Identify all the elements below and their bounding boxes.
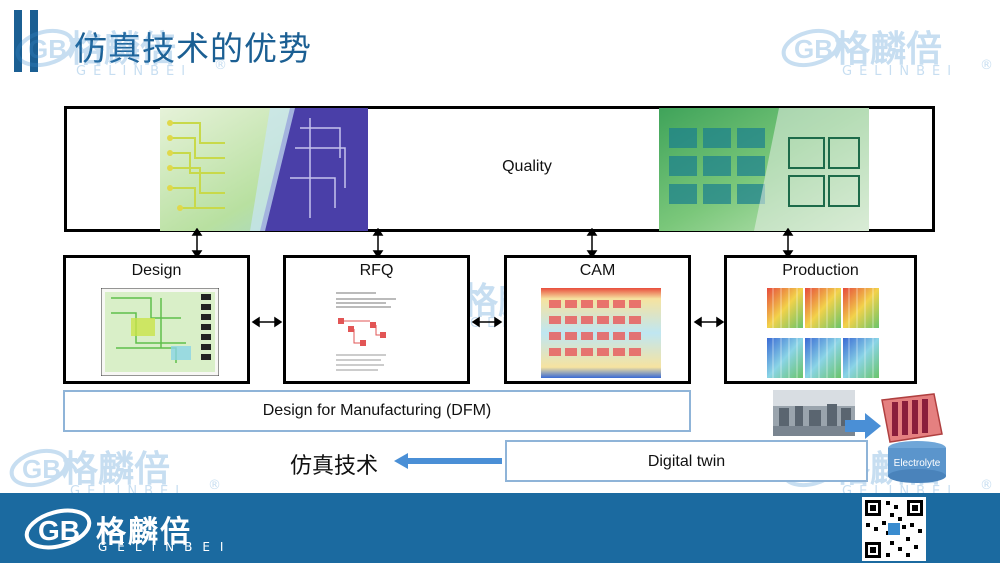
- double-arrow-icon: [693, 316, 725, 328]
- pcb-layout-image: [160, 108, 368, 231]
- cylinder-icon: [888, 441, 946, 483]
- stage-label: Production: [782, 262, 859, 279]
- stage-box-production: Production: [724, 255, 917, 384]
- stage-box-cam: CAM: [504, 255, 691, 384]
- svg-text:GB: GB: [794, 34, 833, 64]
- cam-panel-image: [541, 288, 661, 378]
- production-line-photo: [773, 390, 855, 436]
- footer-brand-en: GELINBEI: [98, 540, 234, 554]
- electrolyte-cylinder: Electrolyte: [886, 440, 948, 484]
- quality-link-arrows: [191, 228, 794, 258]
- dfm-label: Design for Manufacturing (DFM): [262, 402, 492, 419]
- rfq-report-image: [330, 288, 430, 378]
- electrolyte-label: Electrolyte: [893, 458, 941, 469]
- stage-box-rfq: RFQ: [283, 255, 470, 384]
- stage-label: CAM: [579, 262, 616, 279]
- page-title: 仿真技术的优势: [74, 29, 312, 68]
- stage-label: Design: [131, 262, 182, 279]
- digital-twin-bar: Digital twin: [505, 440, 868, 482]
- double-arrow-icon: [372, 228, 384, 258]
- double-arrow-icon: [191, 228, 203, 258]
- quality-box: Quality: [64, 106, 935, 232]
- simulation-label: 仿真技术: [290, 454, 379, 479]
- svg-text:GB: GB: [22, 454, 61, 484]
- pcb-panel-image: [659, 108, 869, 231]
- right-arrow-icon: [845, 413, 881, 439]
- stage-link-arrows: [251, 316, 725, 328]
- svg-text:GB: GB: [28, 34, 67, 64]
- title-accent-bar: [30, 10, 38, 72]
- design-pcb-image: [101, 288, 219, 376]
- footer-brand-name: 格麟倍: [96, 515, 192, 550]
- quality-label: Quality: [502, 158, 552, 175]
- left-arrow-icon: [394, 453, 502, 469]
- svg-text:GB: GB: [38, 515, 80, 546]
- stage-label: RFQ: [359, 262, 394, 279]
- digital-twin-label: Digital twin: [647, 453, 726, 470]
- brand-watermark: GB 格麟倍 GELINBEI ®: [780, 20, 1000, 90]
- double-arrow-icon: [251, 316, 283, 328]
- footer-bar: [0, 493, 1000, 563]
- stage-box-design: Design: [63, 255, 250, 384]
- qr-code-icon: [862, 497, 926, 561]
- plating-tank-icon: [881, 393, 943, 443]
- dfm-bar: Design for Manufacturing (DFM): [63, 390, 691, 432]
- gb-logo-icon: GB: [9, 448, 69, 488]
- title-accent-bar: [14, 10, 22, 72]
- double-arrow-icon: [471, 316, 503, 328]
- brand-watermark: GB 格麟倍 GELINBEI ®: [8, 440, 228, 510]
- production-panel-image: [767, 288, 879, 378]
- double-arrow-icon: [782, 228, 794, 258]
- gb-logo-icon: GB: [24, 508, 92, 550]
- gb-logo-icon: GB: [781, 28, 841, 68]
- gb-logo-icon: GB: [15, 28, 75, 68]
- double-arrow-icon: [586, 228, 598, 258]
- brand-watermark: GB 格麟倍 GELINBEI ®: [14, 20, 234, 90]
